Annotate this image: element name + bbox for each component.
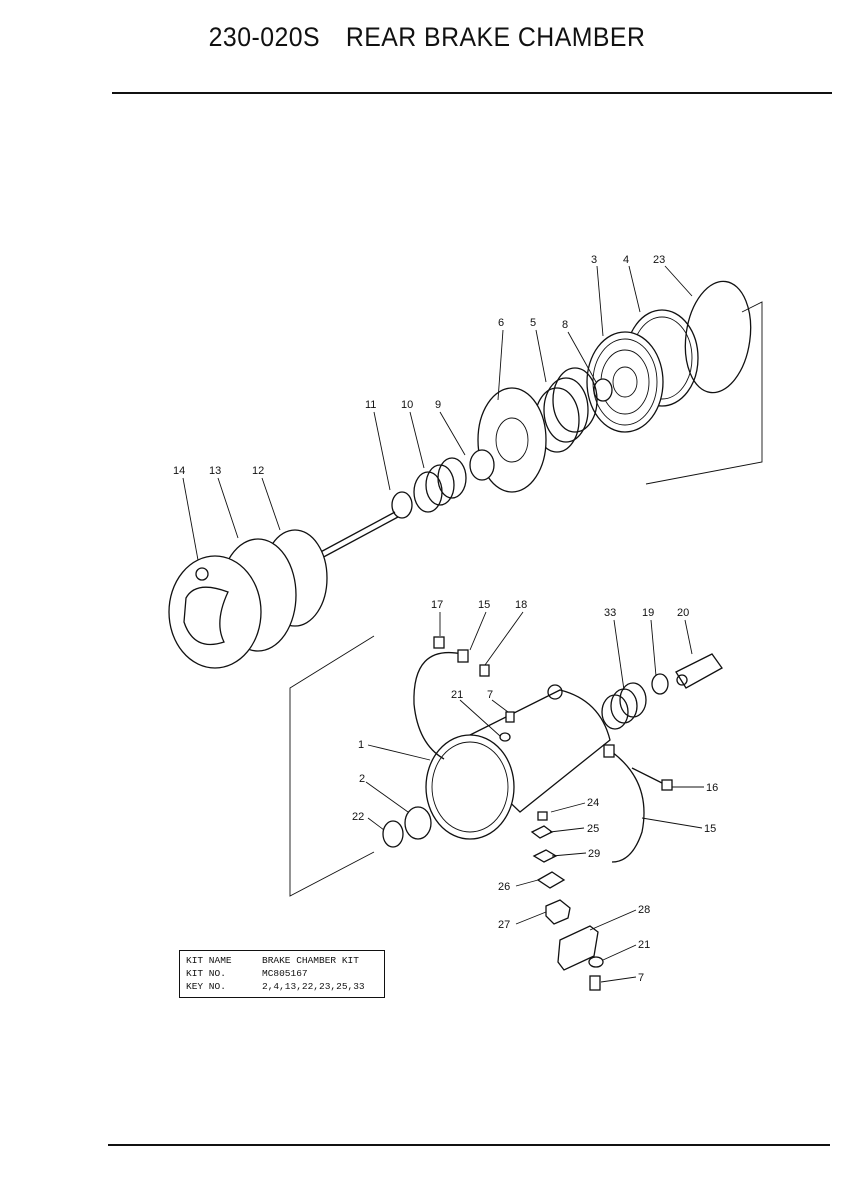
callout-4: 4 <box>623 254 629 266</box>
callout-21: 21 <box>451 689 463 701</box>
part-25-gasket <box>530 825 554 839</box>
callout-7: 7 <box>487 689 493 701</box>
callout-10: 10 <box>401 399 413 411</box>
callout-6: 6 <box>498 317 504 329</box>
part-9-retainer <box>469 449 495 481</box>
part-27-cap <box>545 899 571 925</box>
part-17-nut <box>433 636 445 649</box>
callout-29: 29 <box>588 848 600 860</box>
callout-labels: 3 4 23 6 5 8 9 10 11 12 13 14 17 15 18 3… <box>173 254 718 984</box>
part-23-gasket <box>684 280 752 394</box>
callout-18: 18 <box>515 599 527 611</box>
kit-row-label: KIT NO. <box>186 968 226 979</box>
callout-8: 8 <box>562 319 568 331</box>
kit-row: KEY NO. 2,4,13,22,23,25,33 <box>186 980 378 993</box>
part-7-lower-bolt <box>589 975 601 991</box>
kit-row: KIT NAME BRAKE CHAMBER KIT <box>186 954 378 967</box>
callout-11: 11 <box>365 399 376 411</box>
kit-info-box: KIT NAME BRAKE CHAMBER KIT KIT NO. MC805… <box>179 950 385 998</box>
callout-24: 24 <box>587 797 599 809</box>
kit-row-value: MC805167 <box>262 968 308 979</box>
page-title: 230-020S REAR BRAKE CHAMBER <box>34 22 820 53</box>
part-16-bolt <box>631 767 673 791</box>
part-28-bracket <box>557 925 599 971</box>
callout-1: 1 <box>358 739 364 751</box>
part-10-spring <box>413 457 467 513</box>
callout-3: 3 <box>591 254 597 266</box>
callout-12: 12 <box>252 465 264 477</box>
callout-22: 22 <box>352 811 364 823</box>
part-6-flange <box>477 387 547 493</box>
callout-17: 17 <box>431 599 443 611</box>
leader-lines <box>182 265 704 983</box>
callout-26: 26 <box>498 881 510 893</box>
callout-21-lower: 21 <box>638 939 650 951</box>
callout-9: 9 <box>435 399 441 411</box>
callout-15-upper: 15 <box>478 599 490 611</box>
lower-frame <box>289 635 375 897</box>
callout-19: 19 <box>642 607 654 619</box>
callout-25: 25 <box>587 823 599 835</box>
part-2-washer <box>404 806 432 840</box>
callout-7-lower: 7 <box>638 972 644 984</box>
part-21-lower-washer <box>588 956 604 968</box>
part-33-boot <box>601 682 647 730</box>
upper-frame <box>645 301 763 485</box>
part-26-cover <box>536 871 566 889</box>
section-code: 230-020S <box>208 22 321 52</box>
part-8-washer <box>593 378 613 402</box>
callout-15-lower: 15 <box>704 823 716 835</box>
push-rod <box>314 511 399 561</box>
part-7-bolt <box>505 711 515 723</box>
callout-28: 28 <box>638 904 650 916</box>
part-14-housing <box>168 555 262 669</box>
part-18-nut <box>479 664 490 677</box>
part-19-nut <box>651 673 669 695</box>
kit-row-label: KIT NAME <box>186 955 232 966</box>
callout-16: 16 <box>706 782 718 794</box>
part-24-plug <box>537 811 548 821</box>
callout-2: 2 <box>359 773 365 785</box>
part-15-band-clamp <box>413 649 645 863</box>
kit-row-value: BRAKE CHAMBER KIT <box>262 955 359 966</box>
callout-14: 14 <box>173 465 185 477</box>
part-22-o-ring <box>382 820 404 848</box>
kit-row-label: KEY NO. <box>186 981 226 992</box>
section-title: REAR BRAKE CHAMBER <box>345 22 646 52</box>
callout-5: 5 <box>530 317 536 329</box>
bottom-rule <box>108 1144 830 1146</box>
part-11-washer <box>391 491 413 519</box>
kit-row: KIT NO. MC805167 <box>186 967 378 980</box>
part-21-washer <box>499 732 511 742</box>
callout-33: 33 <box>604 607 616 619</box>
callout-27: 27 <box>498 919 510 931</box>
kit-row-value: 2,4,13,22,23,25,33 <box>262 981 365 992</box>
part-20-clevis <box>675 653 723 689</box>
part-1-chamber-body <box>425 684 611 840</box>
callout-23: 23 <box>653 254 665 266</box>
callout-20: 20 <box>677 607 689 619</box>
callout-13: 13 <box>209 465 221 477</box>
top-rule <box>112 92 832 94</box>
